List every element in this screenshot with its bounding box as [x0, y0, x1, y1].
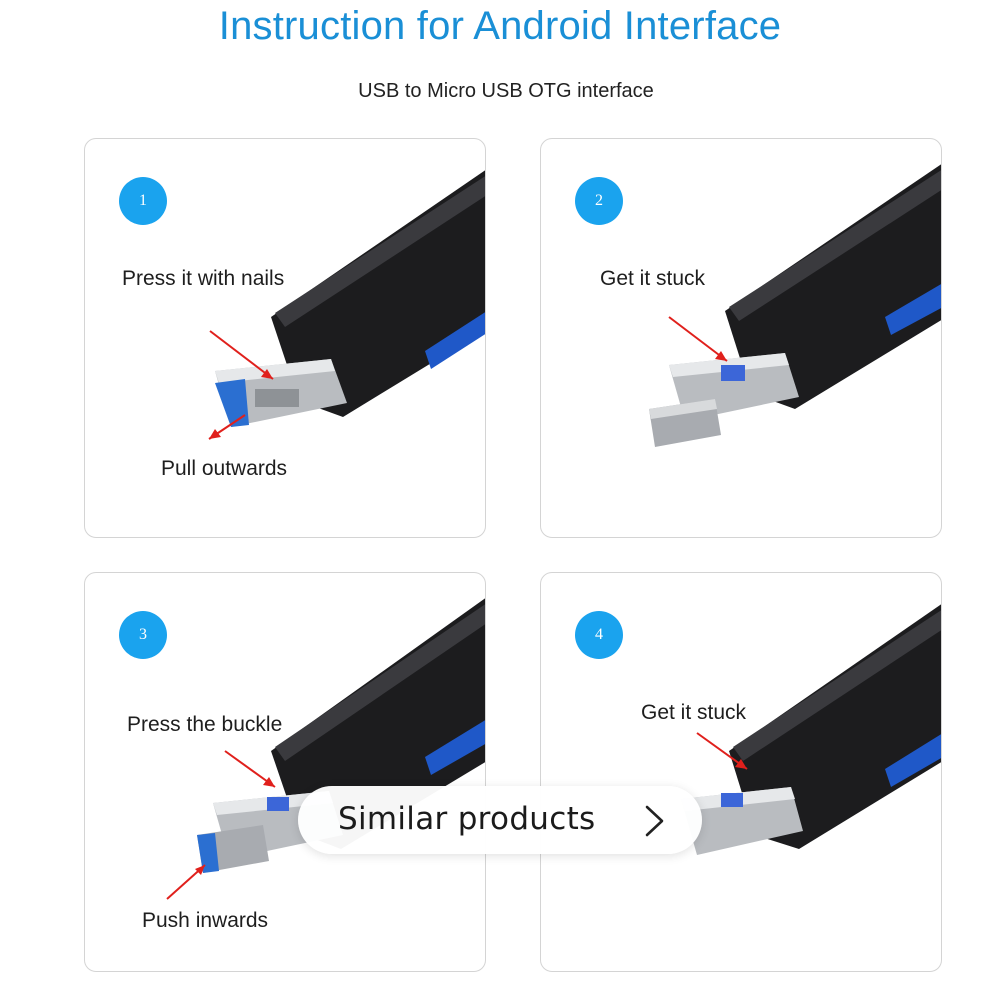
step-panel-2: 2 Get it stuck	[540, 138, 942, 538]
step-4-label: Get it stuck	[641, 701, 747, 724]
step-badge: 3	[119, 611, 167, 659]
step-3-label-press: Press the buckle	[127, 713, 283, 736]
step-panel-1: 1 Press it with nails Pull outwards	[84, 138, 486, 538]
usb-adapter-illustration	[649, 164, 941, 447]
step-badge: 4	[575, 611, 623, 659]
step-1-label-press: Press it with nails	[122, 267, 285, 290]
step-1-label-pull: Pull outwards	[161, 457, 288, 480]
similar-products-label: Similar products	[338, 801, 596, 837]
page-subtitle: USB to Micro USB OTG interface	[358, 80, 654, 102]
similar-products-button[interactable]: Similar products	[298, 786, 702, 854]
step-panel-4: 4 Get it stuck	[540, 572, 942, 972]
step-3-label-push: Push inwards	[142, 909, 269, 932]
step-badge: 2	[575, 177, 623, 225]
step-2-label: Get it stuck	[600, 267, 706, 290]
page-title: Instruction for Android Interface	[218, 4, 782, 48]
usb-adapter-illustration	[208, 170, 485, 440]
chevron-right-icon	[645, 805, 664, 837]
step-badge: 1	[119, 177, 167, 225]
usb-adapter-illustration	[681, 604, 941, 855]
step-panel-3: 3 Press the buckle Push inwards	[84, 572, 486, 972]
